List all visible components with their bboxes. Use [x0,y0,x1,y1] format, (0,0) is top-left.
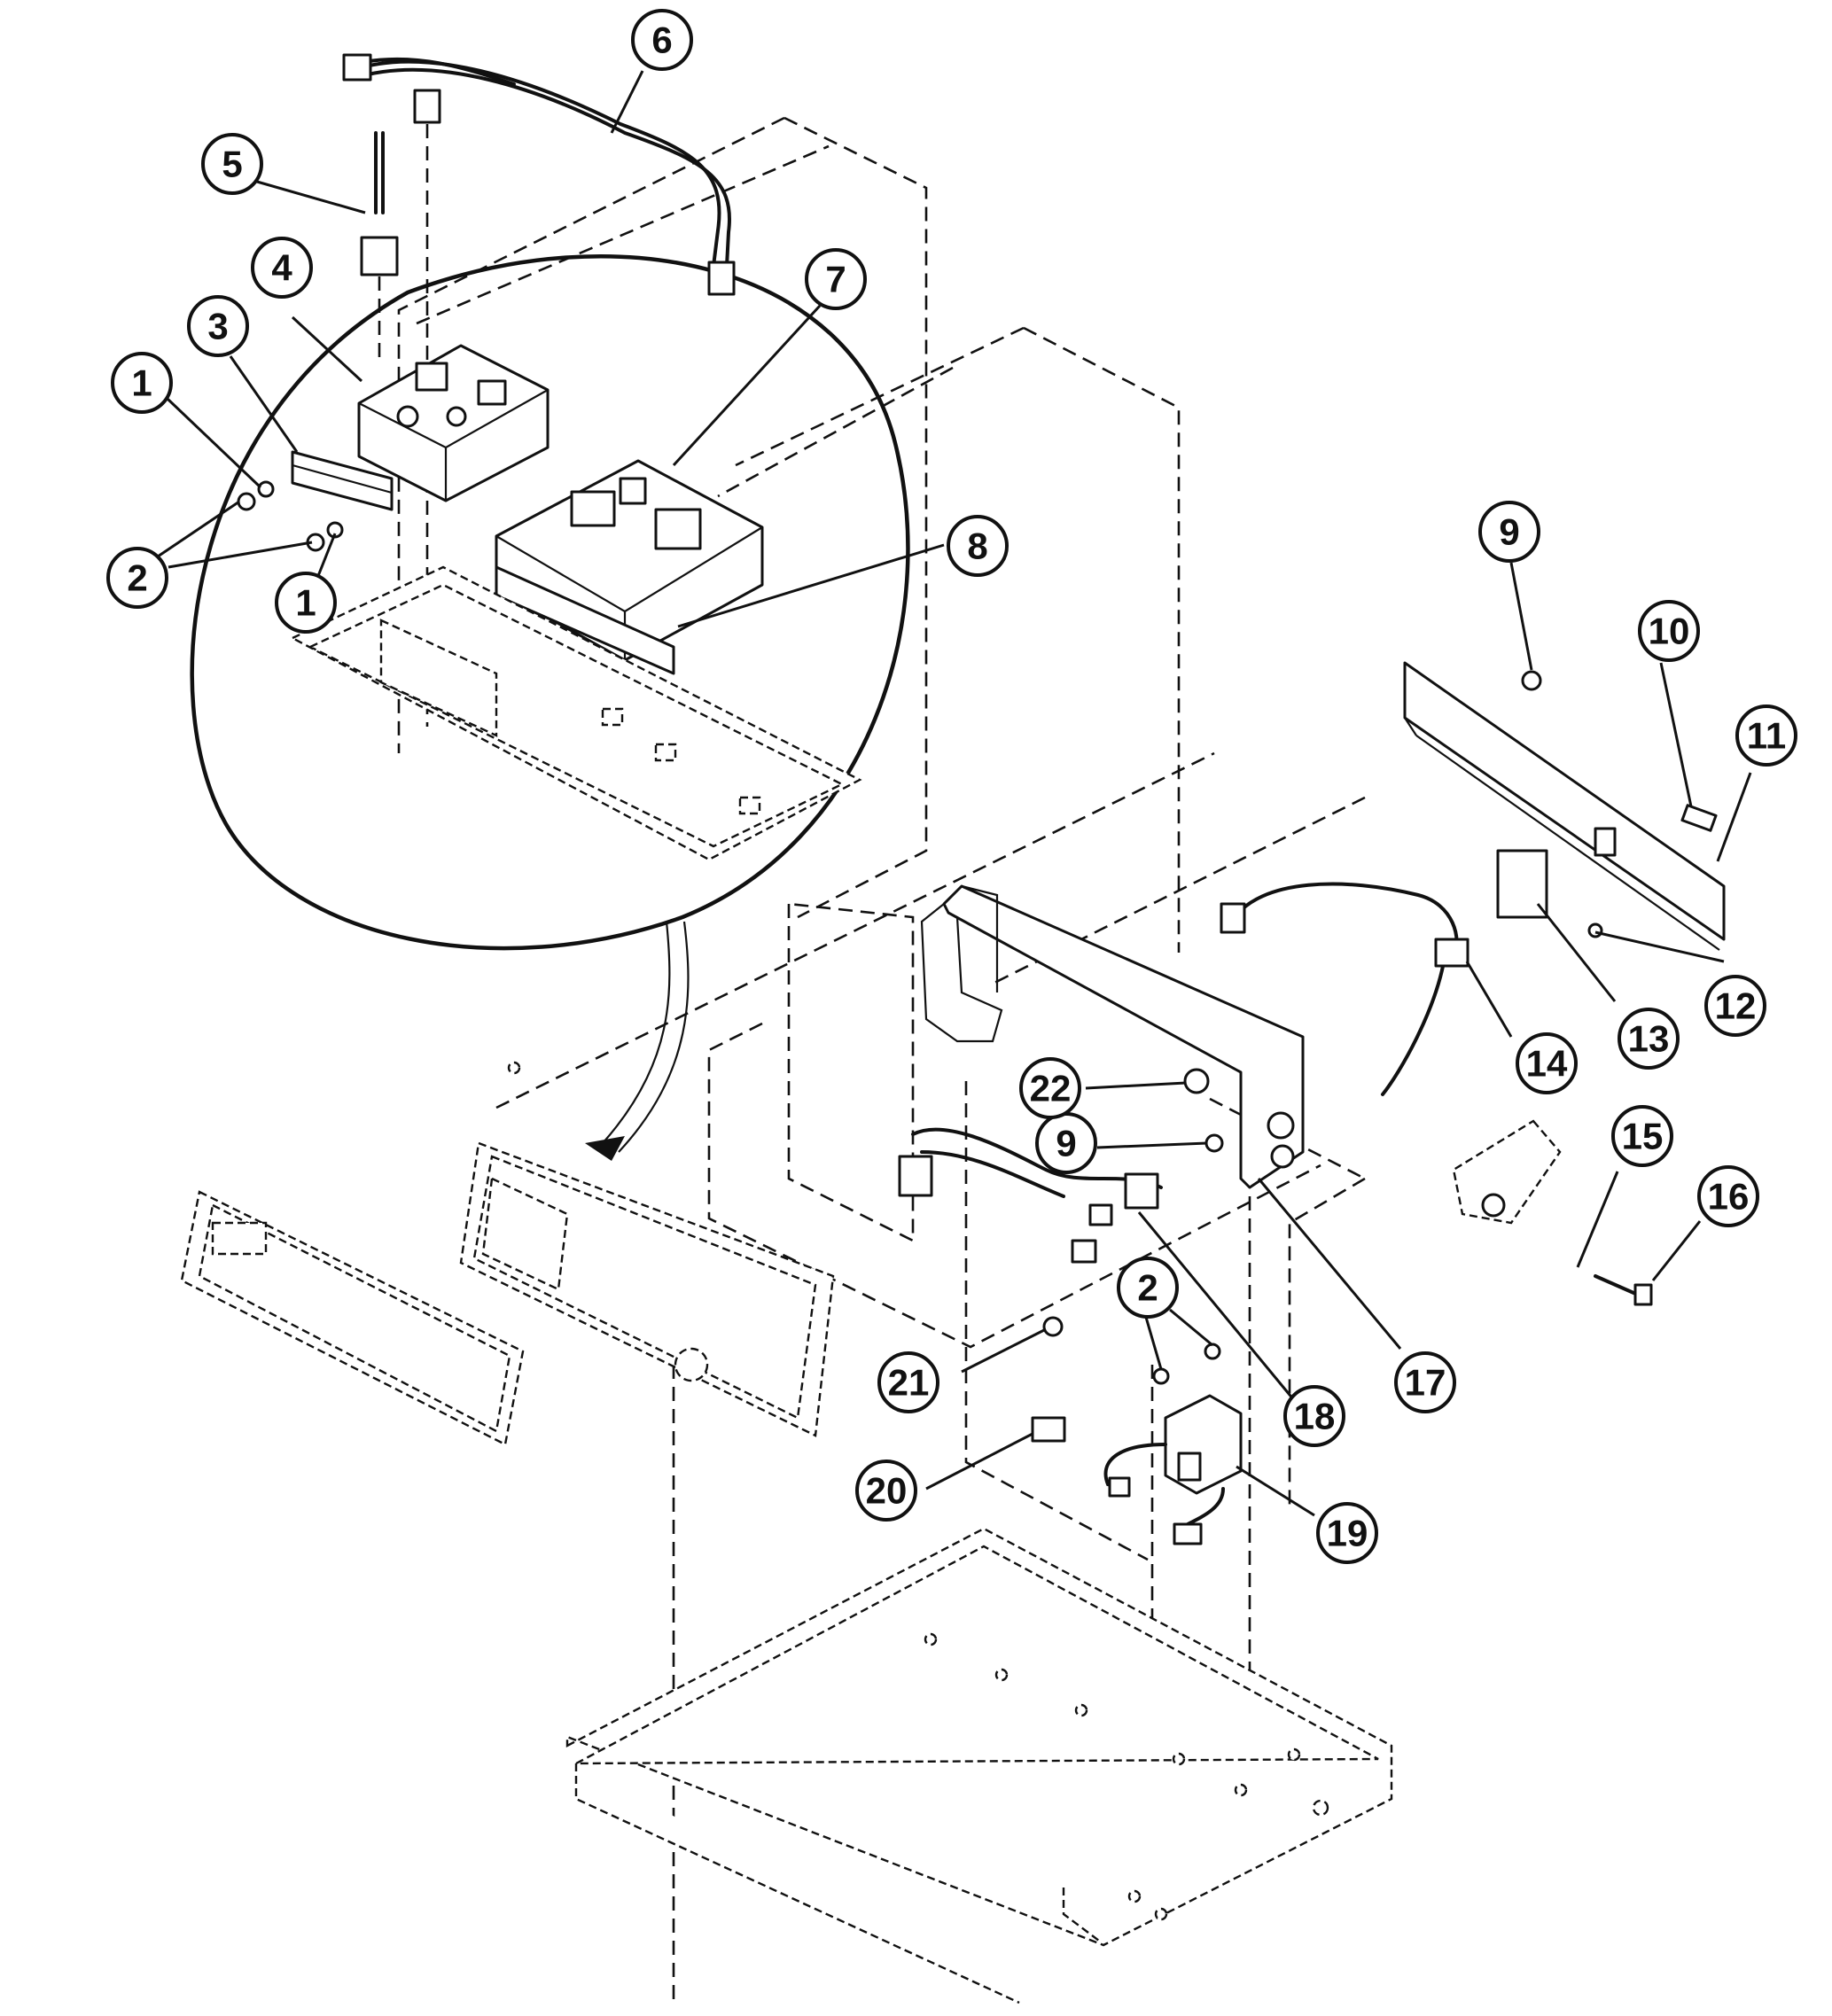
callout-17-label: 17 [1405,1362,1446,1404]
callout-1-lower-label: 1 [295,582,316,624]
callout-5-label: 5 [222,144,242,185]
callout-1-upper-label: 1 [131,362,152,404]
callout-2-detail: 2 [106,547,168,609]
callout-1-upper: 1 [111,352,173,414]
callout-12-label: 12 [1715,985,1757,1027]
callout-6-label: 6 [651,19,672,61]
callout-13-label: 13 [1628,1018,1670,1060]
callout-7-label: 7 [825,259,846,300]
cabinet-top-ghost [565,1527,1393,2004]
detail-pointer-arrow [602,921,690,1153]
callout-15: 15 [1611,1105,1673,1167]
screw-9-middle [1204,1133,1224,1153]
connector-5 [360,131,399,363]
callout-14: 14 [1516,1032,1578,1094]
screw-9-top [1521,670,1542,691]
bracket-plate-15 [1452,1119,1562,1225]
callout-9-rear-label: 9 [1499,511,1519,553]
callout-8: 8 [947,515,1009,577]
console-detail-ghost [290,565,862,861]
callout-8-label: 8 [967,525,987,567]
bolt-16 [1594,1274,1653,1306]
callout-3: 3 [187,295,249,357]
callout-18: 18 [1283,1385,1345,1447]
callout-20-label: 20 [866,1470,908,1512]
overlay-panel [180,1190,525,1446]
callout-2-transformer-label: 2 [1137,1267,1158,1309]
callout-4: 4 [251,237,313,299]
callout-14-label: 14 [1526,1043,1568,1085]
control-panel-console [459,1061,835,1437]
leader-lines [149,70,1752,1517]
callout-11: 11 [1735,704,1797,767]
callout-7: 7 [805,248,867,310]
callout-21: 21 [877,1351,939,1413]
callout-11-label: 11 [1747,715,1786,757]
callout-6: 6 [631,9,693,71]
callout-16-label: 16 [1708,1176,1750,1218]
callout-22: 22 [1019,1057,1081,1119]
callout-13: 13 [1618,1008,1680,1070]
callout-9-console-label: 9 [1056,1123,1076,1164]
callout-16: 16 [1697,1165,1759,1227]
callout-15-label: 15 [1622,1116,1664,1157]
detail-magnifier-circle [190,254,910,951]
bracket-3 [291,450,394,511]
console-frame-17 [920,884,1305,1189]
wire-harness-18 [898,1127,1163,1264]
callout-9-rear: 9 [1478,501,1540,563]
callout-17: 17 [1394,1351,1456,1413]
transformer-19 [1103,1343,1243,1545]
callout-2-detail-label: 2 [127,557,147,599]
callout-9-console: 9 [1035,1112,1097,1174]
callout-2-transformer: 2 [1117,1257,1179,1319]
callout-10: 10 [1638,600,1700,662]
rear-panel-11 [1403,661,1726,951]
callout-1-lower: 1 [275,572,337,634]
callout-22-label: 22 [1030,1068,1072,1109]
control-board-4 [357,344,550,502]
callout-4-label: 4 [271,247,292,289]
callout-5: 5 [201,133,263,195]
assembly-outline-upper [397,116,928,919]
clip-20 [1031,1416,1066,1443]
bracket-8 [495,565,675,675]
callout-3-label: 3 [207,306,228,347]
callout-19: 19 [1316,1502,1378,1564]
wire-harness-14 [1220,882,1469,1096]
callout-12: 12 [1704,975,1766,1037]
callout-19-label: 19 [1327,1513,1368,1554]
screw-22 [1183,1068,1210,1094]
callout-18-label: 18 [1294,1396,1336,1437]
screw-21 [1042,1316,1064,1337]
callout-20: 20 [855,1459,917,1522]
callout-10-label: 10 [1649,611,1690,652]
callout-21-label: 21 [888,1362,930,1404]
